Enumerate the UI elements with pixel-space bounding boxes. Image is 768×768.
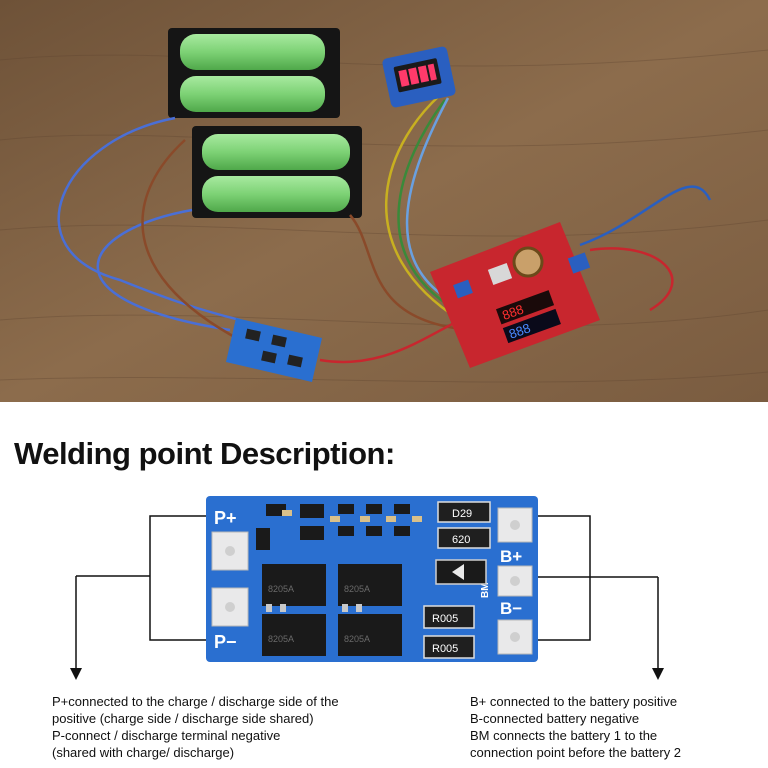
label-b-minus: B− [500, 599, 522, 618]
bms-board-photo [226, 318, 322, 382]
label-bm: BM [480, 582, 491, 598]
label-b-plus: B+ [500, 547, 522, 566]
boost-converter-board: 888 888 [430, 222, 600, 368]
resistor-label: D29 [452, 508, 472, 520]
note-line: P-connect / discharge terminal negative [52, 728, 281, 743]
battery-cell [180, 34, 325, 70]
note-line: BM connects the battery 1 to the [470, 728, 658, 743]
note-right: B+ connected to the battery positive B-c… [470, 693, 681, 761]
resistor-r005 [423, 635, 475, 659]
diode [435, 559, 487, 585]
left-arrow-icon [70, 668, 82, 680]
right-connector-lines [530, 515, 659, 670]
product-photo: 888 888 [0, 0, 768, 402]
resistor-label: 620 [452, 534, 470, 546]
battery-cell [202, 134, 350, 170]
welding-diagram: P+ P− B+ B− BM D29 620 [70, 496, 664, 680]
note-line: connection point before the battery 2 [470, 745, 682, 760]
label-p-plus: P+ [214, 508, 237, 528]
mosfet-group: 8205A 8205A 8205A 8205A [262, 564, 402, 656]
wires [57, 94, 712, 364]
battery-holder-bottom [192, 126, 362, 218]
bms-pcb: P+ P− B+ B− BM D29 620 [206, 496, 538, 662]
label-p-minus: P− [214, 632, 237, 652]
note-line: (shared with charge/ discharge) [52, 745, 235, 760]
battery-level-indicator [382, 46, 456, 108]
battery-cell [180, 76, 325, 112]
voltmeter-bottom-display: 888 [507, 320, 533, 342]
note-line: P+connected to the charge / discharge si… [52, 694, 339, 709]
note-line: positive (charge side / discharge side s… [52, 711, 314, 726]
note-line: B-connected battery negative [470, 711, 640, 726]
mosfet-label: 8205A [344, 584, 370, 594]
section-heading: Welding point Description: [14, 436, 395, 471]
mosfet-label: 8205A [268, 584, 294, 594]
note-left: P+connected to the charge / discharge si… [52, 693, 339, 761]
battery-cell [202, 176, 350, 212]
resistor-620 [437, 527, 491, 549]
resistor-d29 [437, 501, 491, 523]
mosfet-label: 8205A [344, 634, 370, 644]
voltmeter-top-display: 888 [500, 301, 526, 323]
left-connector-lines [75, 515, 220, 670]
note-line: B+ connected to the battery positive [470, 694, 678, 709]
resistor-r005 [423, 605, 475, 629]
right-arrow-icon [652, 668, 664, 680]
resistor-label: R005 [432, 613, 458, 625]
battery-holder-top [168, 28, 340, 118]
mosfet-label: 8205A [268, 634, 294, 644]
resistor-label: R005 [432, 643, 458, 655]
